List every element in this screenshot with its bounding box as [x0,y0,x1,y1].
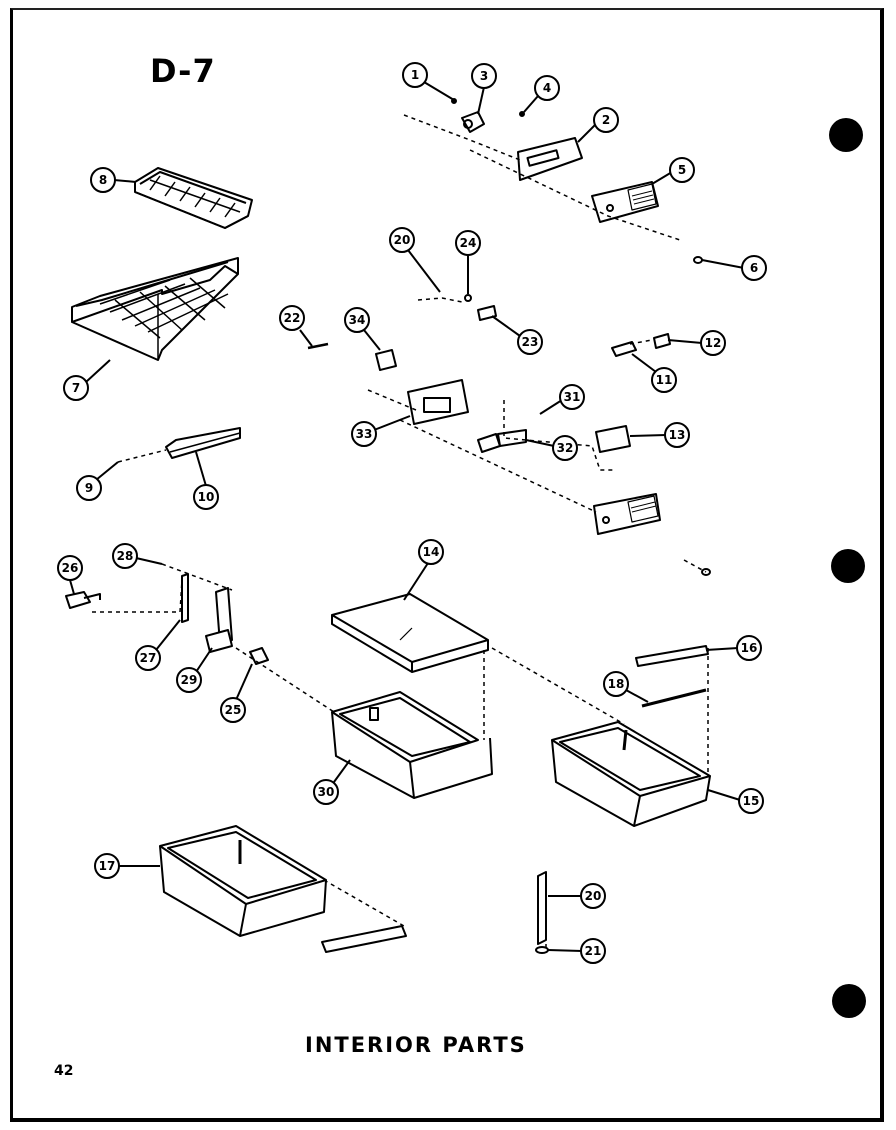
callout-10: 10 [193,451,219,510]
svg-text:14: 14 [423,545,440,559]
control-housing-lower [307,294,711,576]
svg-text:15: 15 [743,794,760,808]
control-housing-upper [451,98,703,264]
svg-text:25: 25 [225,703,242,717]
shelf-rail-part [165,427,241,459]
svg-text:27: 27 [140,651,157,665]
callout-12: 12 [667,330,726,356]
svg-text:7: 7 [72,381,80,395]
svg-text:20: 20 [394,233,411,247]
svg-text:33: 33 [356,427,373,441]
callout-24: 24 [455,230,481,294]
svg-text:26: 26 [62,561,79,575]
callout-1: 1 [402,62,455,101]
callout-14: 14 [403,539,444,601]
callout-4: 4 [523,75,560,113]
svg-text:17: 17 [99,859,116,873]
callout-18: 18 [603,671,649,703]
callout-21: 21 [547,938,606,964]
crisper-cover-part [331,593,489,673]
svg-text:6: 6 [750,261,758,275]
callout-11: 11 [631,353,677,393]
door-hinge-parts [65,573,269,665]
svg-text:12: 12 [705,336,722,350]
drawer-rails-part [635,645,709,708]
svg-text:22: 22 [284,311,301,325]
shelf-part [71,257,239,361]
drawer-slide-part [321,871,549,954]
svg-text:2: 2 [602,113,610,127]
callout-28: 28 [112,543,163,569]
callout-15: 15 [707,788,764,814]
callout-9: 9 [76,461,119,501]
callout-31: 31 [539,384,585,415]
svg-text:16: 16 [741,641,758,655]
callout-34: 34 [344,307,381,351]
callout-29: 29 [176,647,213,693]
callout-30: 30 [313,759,351,805]
binder-hole-top [829,118,863,152]
binder-hole-middle [831,549,865,583]
diagram-caption: INTERIOR PARTS [305,1033,527,1057]
crisper-drawer-left-part [331,691,493,799]
page-number: 42 [54,1063,74,1079]
svg-text:13: 13 [669,428,686,442]
svg-text:18: 18 [608,677,625,691]
callout-20-upper: 20 [389,227,441,293]
svg-text:28: 28 [117,549,134,563]
callout-17: 17 [94,853,160,879]
callout-8: 8 [90,167,137,193]
callout-3: 3 [471,63,497,115]
svg-text:30: 30 [318,785,335,799]
callout-33: 33 [351,415,411,447]
svg-text:4: 4 [543,81,551,95]
bottom-drawer-part [159,825,327,937]
callout-layer: 1 3 4 2 5 6 8 7 9 10 20 24 23 22 34 12 1… [57,62,767,964]
svg-text:11: 11 [656,373,673,387]
svg-text:29: 29 [181,673,198,687]
callout-25: 25 [220,663,253,723]
svg-text:23: 23 [522,335,539,349]
svg-text:32: 32 [557,441,574,455]
callout-27: 27 [135,619,181,671]
svg-text:9: 9 [85,481,93,495]
svg-text:21: 21 [585,944,602,958]
callout-20-lower: 20 [548,883,606,909]
svg-text:3: 3 [480,69,488,83]
callout-23: 23 [491,315,543,355]
callout-5: 5 [651,157,695,185]
callout-6: 6 [701,255,767,281]
svg-text:10: 10 [198,490,215,504]
svg-text:20: 20 [585,889,602,903]
callout-13: 13 [629,422,690,448]
callout-32: 32 [525,435,578,461]
ice-cube-tray-part [134,167,253,229]
svg-text:31: 31 [564,390,581,404]
binder-hole-bottom [832,984,866,1018]
diagram-title: D-7 [150,52,216,90]
page-border [10,8,884,1122]
svg-text:8: 8 [99,173,107,187]
crisper-drawer-right-part [551,721,711,827]
callout-22: 22 [279,305,313,347]
svg-text:24: 24 [460,236,477,250]
callout-2: 2 [577,107,619,143]
svg-text:34: 34 [349,313,366,327]
svg-text:5: 5 [678,163,686,177]
svg-text:1: 1 [411,68,419,82]
callout-26: 26 [57,555,83,595]
callout-16: 16 [705,635,762,661]
callout-7: 7 [63,359,111,401]
alignment-lines [92,114,709,950]
